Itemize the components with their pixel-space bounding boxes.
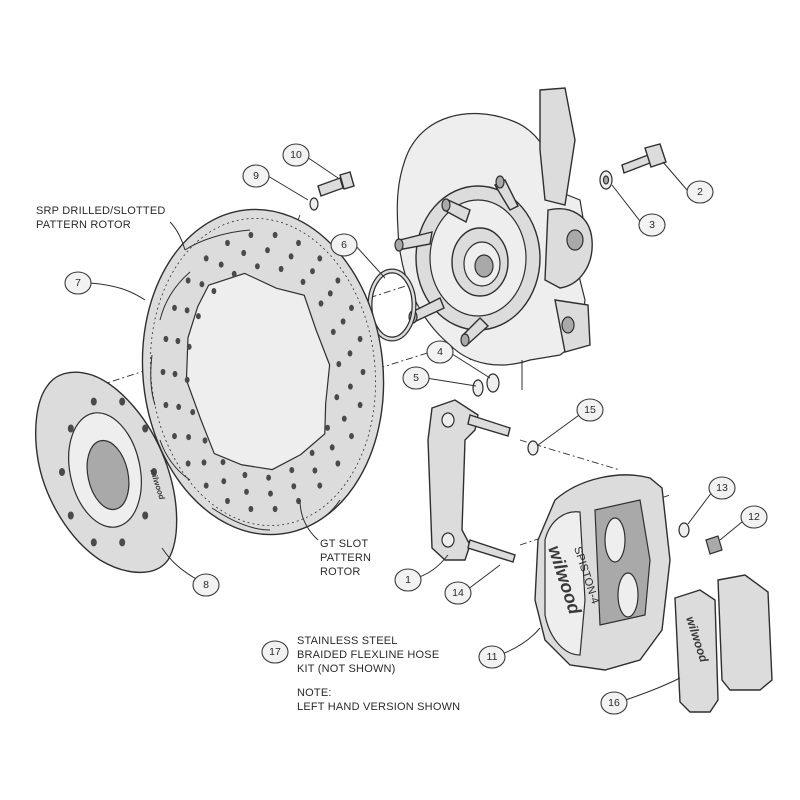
hat-bolt-holes	[59, 397, 157, 547]
svg-text:10: 10	[290, 149, 302, 161]
callout-11: 11	[478, 645, 506, 669]
callout-4: 4	[426, 340, 454, 364]
svg-text:13: 13	[716, 482, 728, 494]
shim-washer	[486, 373, 500, 393]
svg-text:7: 7	[75, 277, 81, 289]
svg-text:8: 8	[203, 579, 209, 591]
callout-6: 6	[330, 233, 358, 257]
svg-text:4: 4	[437, 346, 443, 358]
caliper-bracket	[427, 399, 516, 563]
rotor-hat: wilwood	[35, 371, 178, 574]
callout-1: 1	[394, 568, 422, 592]
callout-2: 2	[686, 180, 714, 204]
bracket-washer	[527, 440, 539, 456]
callout-3: 3	[638, 213, 666, 237]
callout-7: 7	[64, 271, 92, 295]
svg-text:3: 3	[649, 219, 655, 231]
rotor	[141, 208, 385, 536]
spacer-washer	[472, 379, 484, 397]
svg-text:14: 14	[452, 587, 464, 599]
svg-text:5: 5	[413, 372, 419, 384]
srp-rotor-label: SRP DRILLED/SLOTTED PATTERN ROTOR	[36, 205, 166, 231]
svg-text:PATTERN: PATTERN	[320, 552, 371, 564]
svg-text:2: 2	[697, 186, 703, 198]
note-label: NOTE: LEFT HAND VERSION SHOWN	[297, 687, 460, 713]
rotor-washer	[309, 197, 319, 211]
callout-13: 13	[708, 476, 736, 500]
rotor-slots	[150, 229, 341, 531]
svg-text:PATTERN ROTOR: PATTERN ROTOR	[36, 219, 131, 231]
svg-text:ROTOR: ROTOR	[320, 566, 361, 578]
gt-rotor-label: GT SLOT PATTERN ROTOR	[320, 538, 371, 578]
svg-text:17: 17	[269, 646, 281, 658]
flexline-hose-label: STAINLESS STEEL BRAIDED FLEXLINE HOSE KI…	[297, 635, 439, 675]
svg-text:9: 9	[253, 170, 259, 182]
callout-16: 16	[600, 691, 628, 715]
callout-15: 15	[576, 398, 604, 422]
wheel-hub	[394, 175, 541, 347]
mounting-bolt	[621, 143, 667, 174]
rotor-bolt	[317, 171, 355, 197]
bleeder-screw	[705, 535, 723, 555]
svg-text:STAINLESS STEEL: STAINLESS STEEL	[297, 635, 398, 647]
svg-text:12: 12	[748, 511, 760, 523]
bleeder-washer	[678, 522, 690, 538]
svg-text:KIT (NOT SHOWN): KIT (NOT SHOWN)	[297, 663, 396, 675]
brake-pads: wilwood	[674, 574, 773, 713]
svg-text:LEFT HAND VERSION SHOWN: LEFT HAND VERSION SHOWN	[297, 701, 460, 713]
svg-text:BRAIDED FLEXLINE HOSE: BRAIDED FLEXLINE HOSE	[297, 649, 439, 661]
svg-text:6: 6	[341, 239, 347, 251]
svg-text:1: 1	[405, 574, 411, 586]
svg-text:SRP DRILLED/SLOTTED: SRP DRILLED/SLOTTED	[36, 205, 166, 217]
caliper: wilwood SPISTON-4	[534, 474, 671, 671]
svg-text:16: 16	[608, 697, 620, 709]
leader-lines	[89, 154, 749, 703]
callout-5: 5	[402, 366, 430, 390]
callout-8: 8	[192, 573, 220, 597]
svg-text:11: 11	[487, 651, 498, 663]
rotor-drilled-holes	[160, 231, 366, 513]
callout-17: 17	[261, 640, 289, 664]
svg-text:GT SLOT: GT SLOT	[320, 538, 368, 550]
svg-text:15: 15	[584, 404, 596, 416]
callout-9: 9	[242, 164, 270, 188]
callout-10: 10	[282, 143, 310, 167]
callout-12: 12	[740, 505, 768, 529]
svg-text:NOTE:: NOTE:	[297, 687, 332, 699]
callout-14: 14	[444, 581, 472, 605]
